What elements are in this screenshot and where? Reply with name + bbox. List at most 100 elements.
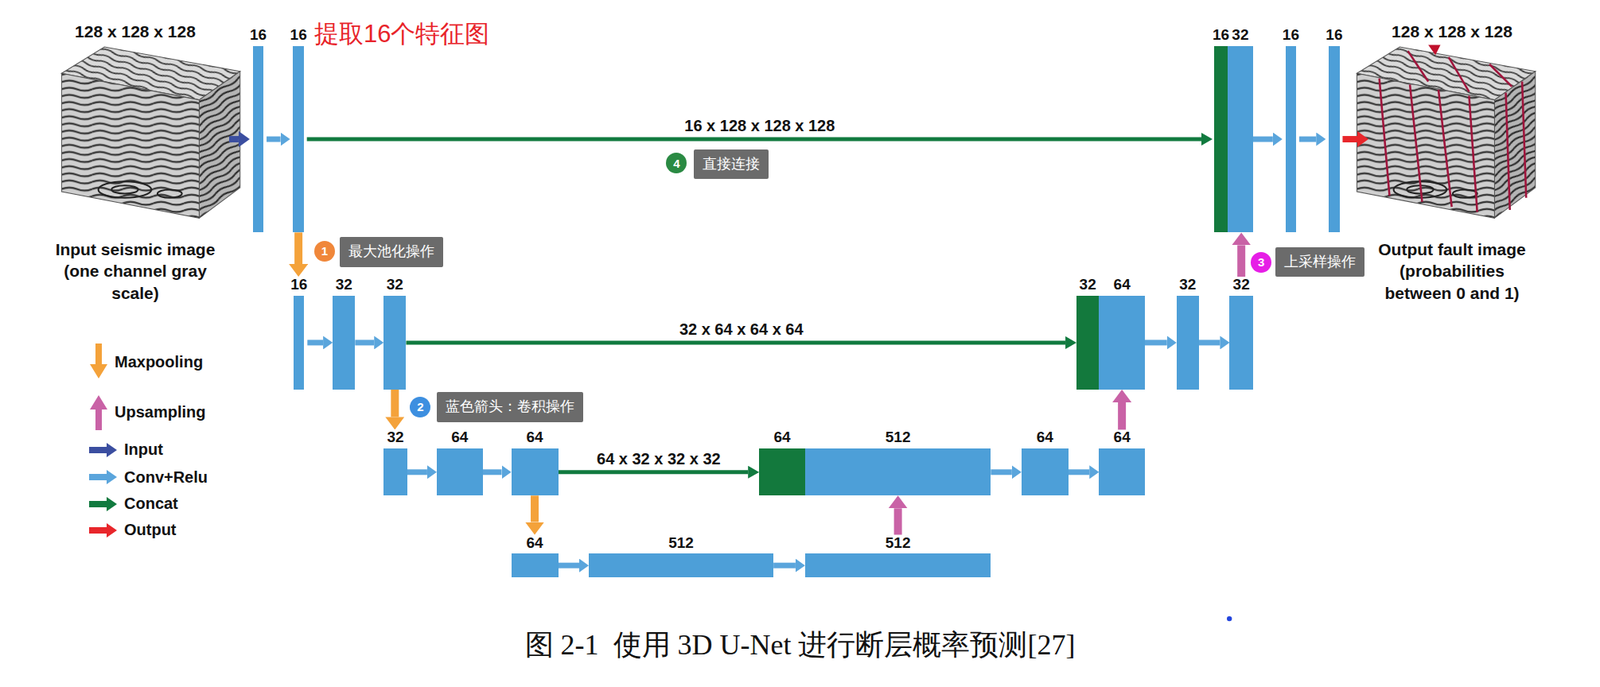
channel-count: 64: [525, 429, 543, 447]
legend-entry: Concat: [89, 494, 179, 514]
feature-map-bar: 64: [1098, 429, 1145, 496]
callout-number-text: 2: [416, 400, 424, 413]
legend-arrow: [89, 497, 117, 512]
concat-arrow: [405, 340, 1066, 345]
callout-note-text: 蓝色箭头：卷积操作: [445, 398, 575, 417]
feature-map-bar: 64: [436, 429, 483, 496]
upsample-arrow: [894, 508, 903, 535]
legend-entry: Input: [89, 440, 164, 460]
seismic-volume: 128 x 128 x 128Output fault image (proba…: [1368, 22, 1536, 304]
feature-map-block: [1227, 46, 1254, 234]
legend-entry: Conv+Relu: [89, 468, 208, 487]
concat-arrow: [307, 137, 1202, 142]
image-slot: [41, 41, 230, 239]
legend-text: Input: [124, 440, 164, 460]
image-slot: [1368, 41, 1536, 239]
legend-arrow: [89, 523, 117, 538]
callout-number-text: 1: [321, 245, 328, 257]
legend-swatch: [89, 393, 109, 431]
callout-note: 直接连接: [693, 149, 769, 180]
upsample-arrow: [1117, 402, 1126, 431]
feature-map-block: [511, 448, 559, 496]
channel-count: 64: [1113, 429, 1131, 447]
legend-arrow: [89, 443, 117, 458]
feature-map-block: [1214, 46, 1228, 234]
output-arrow: [1342, 136, 1358, 143]
volume-size: 128 x 128 x 128: [41, 22, 230, 42]
channel-count: 32: [1079, 276, 1097, 294]
seismic-volume: 128 x 128 x 128Input seismic image (one …: [41, 22, 230, 304]
conv-arrow: [407, 469, 428, 475]
feature-map-block: [805, 448, 991, 496]
feature-map-block: [436, 448, 483, 496]
legend-text: Concat: [124, 494, 179, 514]
callout-note-text: 最大池化操作: [348, 243, 435, 261]
channel-count: 16: [1325, 27, 1343, 44]
feature-map-block: [1285, 46, 1297, 234]
feature-map-bar: 32: [1229, 276, 1253, 390]
feature-map-block: [759, 448, 806, 496]
image-caption: Input seismic image (one channel gray sc…: [41, 238, 230, 304]
fault-lines: [1379, 50, 1527, 213]
callout-note-text: 上采样操作: [1284, 253, 1356, 272]
legend-text: Output: [124, 521, 177, 540]
callout-number: 1: [314, 241, 335, 262]
channel-count: 512: [668, 535, 694, 553]
feature-map-bar: 512: [805, 429, 991, 496]
channel-count: 32: [386, 276, 404, 294]
maxpool-arrow: [530, 495, 539, 522]
conv-arrow: [990, 469, 1013, 475]
conv-arrow: [558, 563, 580, 569]
maxpool-arrow: [294, 232, 303, 265]
legend-swatch: [89, 343, 109, 381]
legend-entry: Maxpooling: [89, 343, 203, 381]
channel-count: 16: [1282, 27, 1300, 44]
callout-note: 上采样操作: [1275, 247, 1365, 278]
legend-swatch: [89, 442, 118, 459]
channel-count: 64: [1113, 276, 1131, 294]
feature-map-block: [293, 295, 304, 390]
image-caption: Output fault image (probabilities betwee…: [1368, 238, 1536, 304]
annotation-note: 提取16个特征图: [314, 17, 490, 51]
channel-count: 64: [1036, 429, 1054, 447]
callout-number: 2: [409, 397, 431, 418]
conv-arrow: [482, 469, 503, 475]
input-arrow: [229, 136, 239, 143]
feature-map-bar: 512: [805, 535, 991, 578]
callout-number-text: 3: [1257, 256, 1265, 269]
feature-map-block: [1098, 295, 1145, 390]
callout-note-text: 直接连接: [702, 155, 760, 174]
feature-map-bar: 32: [383, 276, 406, 390]
feature-map-block: [1076, 295, 1099, 390]
feature-map-block: [383, 295, 406, 390]
feature-map-block: [588, 553, 774, 577]
tensor-size-label: 16 x 128 x 128 x 128: [684, 116, 835, 136]
tensor-size-label: 64 x 32 x 32 x 32: [596, 450, 721, 469]
conv-arrow: [307, 339, 324, 346]
legend-swatch: [89, 496, 118, 513]
conv-arrow: [354, 339, 374, 346]
conv-arrow: [1253, 136, 1273, 143]
feature-map-block: [1098, 448, 1145, 496]
feature-map-block: [383, 448, 407, 496]
figure-caption: 图 2-1 使用 3D U-Net 进行断层概率预测[27]: [0, 628, 1600, 663]
legend-text: Conv+Relu: [124, 468, 208, 487]
channel-count: 32: [386, 429, 404, 447]
stray-dot: [1226, 616, 1232, 622]
conv-arrow: [1299, 136, 1316, 143]
channel-count: 32: [335, 276, 353, 294]
feature-map-bar: 32: [332, 276, 355, 390]
legend-arrow: [89, 470, 117, 485]
feature-map-bar: 16: [1325, 27, 1343, 234]
conv-arrow: [773, 563, 796, 569]
legend-text: Maxpooling: [114, 353, 203, 372]
feature-map-bar: 16: [290, 27, 308, 234]
channel-count: 16: [290, 27, 308, 44]
channel-count: 32: [1231, 27, 1249, 44]
concat-arrow: [558, 470, 749, 475]
feature-map-block: [1021, 448, 1069, 496]
feature-map-block: [511, 553, 559, 577]
fault-marker: [1428, 44, 1441, 55]
legend-text: Upsampling: [114, 403, 206, 422]
